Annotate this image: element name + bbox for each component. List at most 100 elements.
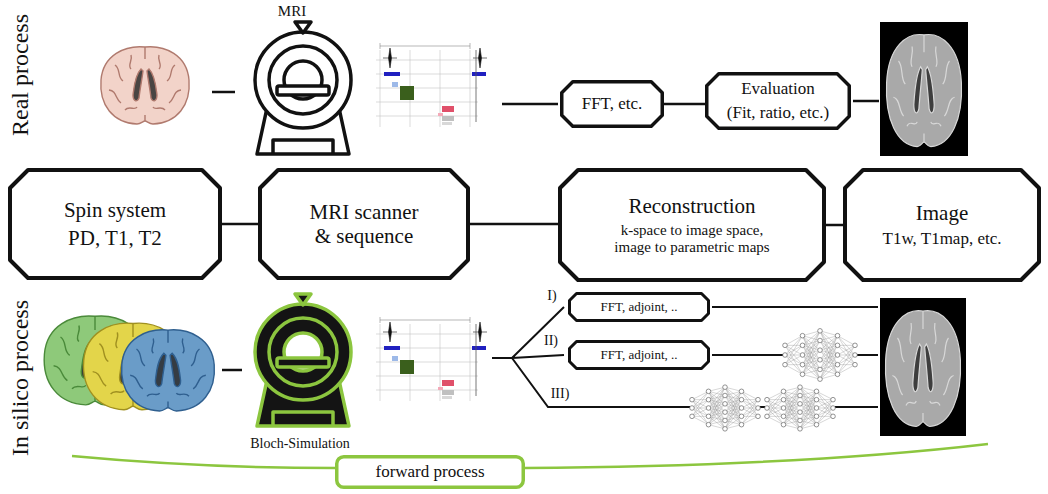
neural-network-icon [723, 402, 728, 407]
neural-network-icon [739, 397, 744, 402]
box-outline [560, 170, 824, 280]
neural-network-icon [820, 331, 838, 375]
neural-network-icon [742, 416, 759, 424]
neural-network-icon [803, 370, 821, 375]
process-box: MRI scanner & sequence [258, 168, 470, 280]
neural-network-icon [853, 343, 858, 348]
neural-network-icon [800, 343, 805, 348]
box-text: FFT, adjoint, .. [600, 348, 677, 363]
neural-network-icon [739, 422, 744, 427]
box-outline [845, 170, 1039, 280]
neural-network-icon [781, 389, 786, 394]
neural-network-icon [784, 391, 801, 429]
image-panel [880, 298, 966, 436]
neural-network-icon [835, 333, 840, 338]
neural-network-icon [742, 400, 759, 408]
neural-network-icon [690, 406, 695, 411]
sequence-diagram [376, 43, 487, 127]
connector-line [502, 103, 558, 106]
neural-network-icon [739, 414, 744, 419]
process-box: FFT, adjoint, .. [568, 292, 710, 322]
neural-network-icon [798, 427, 803, 432]
neural-network-icon [765, 414, 770, 419]
neural-network-icon [781, 406, 786, 411]
neural-network-icon [725, 387, 742, 425]
neural-network-icon [781, 414, 786, 419]
neural-network-icon [767, 408, 784, 416]
connector [222, 223, 258, 226]
connector-line [712, 307, 878, 407]
neural-network-icon [820, 365, 838, 380]
neural-network-icon [781, 397, 786, 402]
neural-network-icon [831, 414, 836, 419]
box-text: (Fit, ratio, etc.) [727, 103, 829, 123]
neural-network-icon [817, 391, 834, 416]
neural-network-icon [767, 408, 784, 416]
neural-network-icon [817, 416, 834, 424]
neural-network-icon [767, 391, 784, 399]
neural-network-icon [742, 391, 759, 416]
box-heading: Reconstruction [607, 194, 777, 218]
neural-network-icon [803, 336, 821, 380]
neural-network-icon [803, 355, 821, 379]
neural-network-icon [765, 385, 836, 431]
neural-network-icon [739, 406, 744, 411]
neural-network-icon [725, 408, 742, 429]
neural-network-icon [820, 331, 838, 355]
neural-network-icon [692, 391, 709, 416]
neural-network-icon [709, 387, 726, 425]
connector [470, 223, 558, 226]
box-content: FFT, adjoint, .. [600, 300, 677, 315]
row-title: Real process [7, 14, 33, 136]
neural-network-icon [765, 397, 770, 402]
neural-network-icon [784, 412, 801, 425]
neural-network-icon [820, 355, 838, 379]
neural-network-icon [756, 414, 761, 419]
neural-network-icon [784, 408, 801, 429]
box-outline [8, 168, 222, 280]
neural-network-icon [818, 338, 823, 343]
neural-network-icon [853, 362, 858, 367]
neural-network-icon [838, 336, 856, 346]
neural-network-icon [765, 406, 770, 411]
box-content: FFT, etc. [582, 94, 643, 114]
neural-network-icon [835, 362, 840, 367]
brain-illustration [101, 47, 189, 124]
neural-network-icon [853, 353, 858, 358]
neural-network-icon [835, 372, 840, 377]
neural-network-icon [814, 422, 819, 427]
process-box: Reconstructionk-space to image space, im… [558, 168, 826, 282]
neural-network-icon [723, 393, 728, 398]
connector [664, 103, 705, 106]
neural-network-icon [814, 406, 819, 411]
neural-network-icon [798, 385, 803, 390]
neural-network-icon [800, 333, 805, 338]
neural-network-icon [800, 391, 817, 412]
box-content: Reconstructionk-space to image space, im… [607, 194, 777, 257]
neural-network-icon [692, 408, 709, 416]
box-outline [337, 457, 524, 488]
neural-network-icon [706, 397, 711, 402]
neural-network-icon [817, 391, 834, 399]
neural-network-icon [803, 374, 821, 379]
neural-network-icon [725, 387, 742, 408]
connector-line [222, 369, 242, 372]
neural-network-icon [692, 416, 709, 424]
neural-network-icon [798, 418, 803, 423]
simulator-icon [255, 294, 351, 426]
neural-network-icon [814, 389, 819, 394]
connector-line [853, 100, 879, 103]
neural-network-icon [706, 389, 711, 394]
neural-network-icon [767, 416, 784, 424]
neural-network-icon [800, 416, 817, 429]
neural-network-icon [692, 391, 709, 399]
neural-network-icon [818, 377, 823, 382]
neural-network-icon [818, 348, 823, 353]
neural-network-icon [798, 402, 803, 407]
neural-network-icon [690, 397, 695, 402]
box-outline [570, 342, 709, 369]
neural-network-icon [800, 408, 817, 429]
neural-network-icon [785, 355, 803, 365]
row-title: In silico process [7, 300, 33, 456]
